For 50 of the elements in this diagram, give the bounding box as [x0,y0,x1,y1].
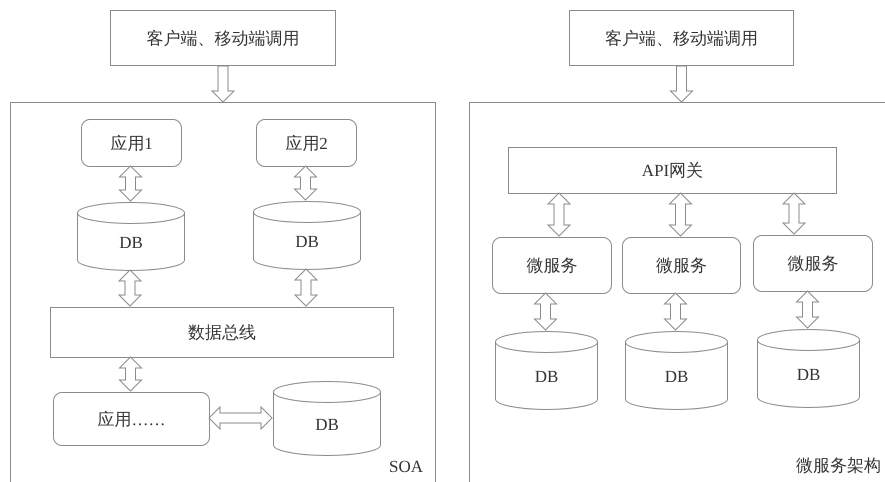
block-arrow [210,66,236,103]
database-cylinder [625,331,728,410]
node-label: 客户端、移动端调用 [146,28,300,50]
block-arrow [546,192,572,237]
process-box [110,10,336,66]
node-label: DB [295,232,319,252]
rounded-box [492,237,612,294]
process-box [569,10,794,66]
block-arrow [293,165,318,201]
node-label: 微服务 [788,253,838,275]
node-label: DB [796,364,820,384]
node-label: 数据总线 [188,322,256,344]
block-arrow [782,192,806,235]
node-label: DB [119,232,143,252]
node-label: 应用…… [98,408,166,430]
process-box [50,307,394,358]
database-cylinder [273,381,381,456]
node-label: DB [315,414,339,434]
database-cylinder [757,329,860,408]
database-cylinder [495,331,598,410]
database-cylinder [253,201,361,270]
rounded-box [753,235,873,292]
node-label: 应用2 [285,132,328,154]
block-arrow [668,192,693,237]
block-arrow [795,290,820,329]
rounded-box [53,392,210,446]
database-cylinder [77,202,185,271]
rounded-box [81,119,182,167]
block-arrow [118,165,143,202]
process-box [508,147,837,194]
panel-title: SOA [388,457,423,477]
architecture-panel [10,102,436,482]
node-label: 微服务 [526,255,578,277]
block-arrow [294,268,318,307]
panel-title: 微服务架构 [796,455,881,477]
block-arrow [533,292,558,331]
block-arrow [208,406,273,430]
block-arrow [669,66,694,103]
block-arrow [663,292,688,331]
node-label: API网关 [642,160,704,182]
rounded-box [256,119,357,167]
rounded-box [622,237,741,294]
node-label: 客户端、移动端调用 [605,28,758,50]
block-arrow [118,356,143,392]
node-label: 微服务 [656,255,707,277]
node-label: 应用1 [110,132,153,154]
architecture-panel [469,102,885,482]
block-arrow [118,269,142,307]
node-label: DB [534,366,558,386]
node-label: DB [664,366,688,386]
